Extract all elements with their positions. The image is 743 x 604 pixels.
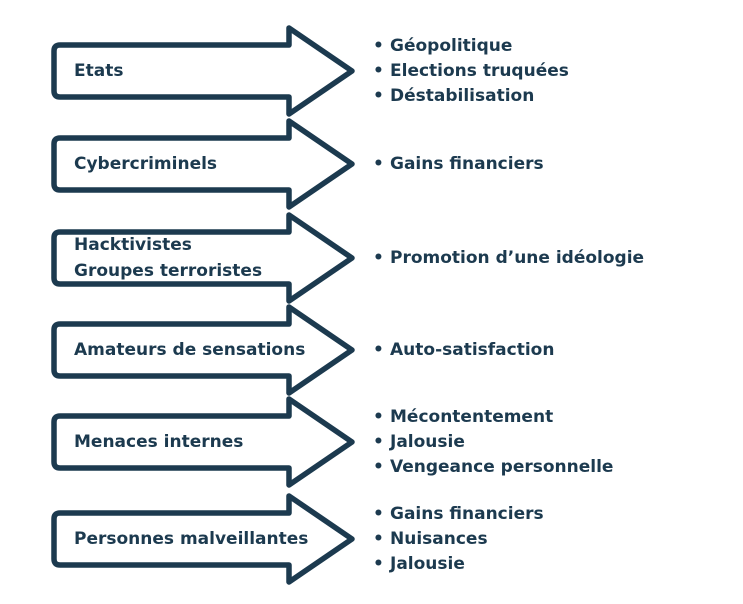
bullet-icon: • <box>373 35 384 56</box>
motive-text: Mécontentement <box>390 406 554 427</box>
bullet-icon: • <box>373 553 384 574</box>
motive-item: • Promotion d’une idéologie <box>373 246 644 271</box>
bullet-icon: • <box>373 431 384 452</box>
actor-label: Etats <box>74 61 124 81</box>
motive-list: • Promotion d’une idéologie <box>373 246 644 271</box>
motive-list: • Gains financiers <box>373 152 544 177</box>
bullet-icon: • <box>373 247 384 268</box>
arrow-shape <box>51 212 355 304</box>
motive-item: • Jalousie <box>373 552 544 577</box>
motive-text: Déstabilisation <box>390 85 535 106</box>
motive-item: • Gains financiers <box>373 152 544 177</box>
motive-text: Vengeance personnelle <box>390 456 614 477</box>
actor-label: Cybercriminels <box>74 154 218 174</box>
actor-label: Hacktivistes <box>74 235 192 255</box>
motive-item: • Jalousie <box>373 430 613 455</box>
bullet-icon: • <box>373 456 384 477</box>
motive-item: • Elections truquées <box>373 59 569 84</box>
motive-text: Géopolitique <box>390 35 513 56</box>
motive-list: • Auto-satisfaction <box>373 338 554 363</box>
motive-item: • Vengeance personnelle <box>373 455 613 480</box>
motive-text: Gains financiers <box>390 153 544 174</box>
motive-text: Auto-satisfaction <box>390 339 555 360</box>
arrow-shape <box>51 304 355 396</box>
actor-label: Groupes terroristes <box>74 261 263 281</box>
motive-text: Jalousie <box>390 553 465 574</box>
arrow-shape <box>51 493 355 585</box>
motive-text: Elections truquées <box>390 60 569 81</box>
motive-text: Gains financiers <box>390 503 544 524</box>
motive-text: Promotion d’une idéologie <box>390 247 645 268</box>
bullet-icon: • <box>373 406 384 427</box>
motive-list: • Mécontentement • Jalousie • Vengeance perso… <box>373 405 613 480</box>
motive-item: • Géopolitique <box>373 34 569 59</box>
bullet-icon: • <box>373 60 384 81</box>
arrow-shape <box>51 118 355 210</box>
motive-list: • Gains financiers • Nuisances • Jalousie <box>373 502 544 577</box>
arrow-shape <box>51 25 355 117</box>
actor-label: Personnes malveillantes <box>74 529 309 549</box>
motive-item: • Mécontentement <box>373 405 613 430</box>
bullet-icon: • <box>373 339 384 360</box>
motive-item: • Déstabilisation <box>373 84 569 109</box>
motive-text: Jalousie <box>390 431 465 452</box>
motive-text: Nuisances <box>390 528 488 549</box>
actor-label: Amateurs de sensations <box>74 340 306 360</box>
arrow-shape <box>51 396 355 488</box>
motive-item: • Nuisances <box>373 527 544 552</box>
actor-label: Menaces internes <box>74 432 244 452</box>
bullet-icon: • <box>373 85 384 106</box>
bullet-icon: • <box>373 503 384 524</box>
motive-item: • Auto-satisfaction <box>373 338 554 363</box>
bullet-icon: • <box>373 153 384 174</box>
bullet-icon: • <box>373 528 384 549</box>
motive-list: • Géopolitique • Elections truquées • Déstabi… <box>373 34 569 109</box>
motive-item: • Gains financiers <box>373 502 544 527</box>
